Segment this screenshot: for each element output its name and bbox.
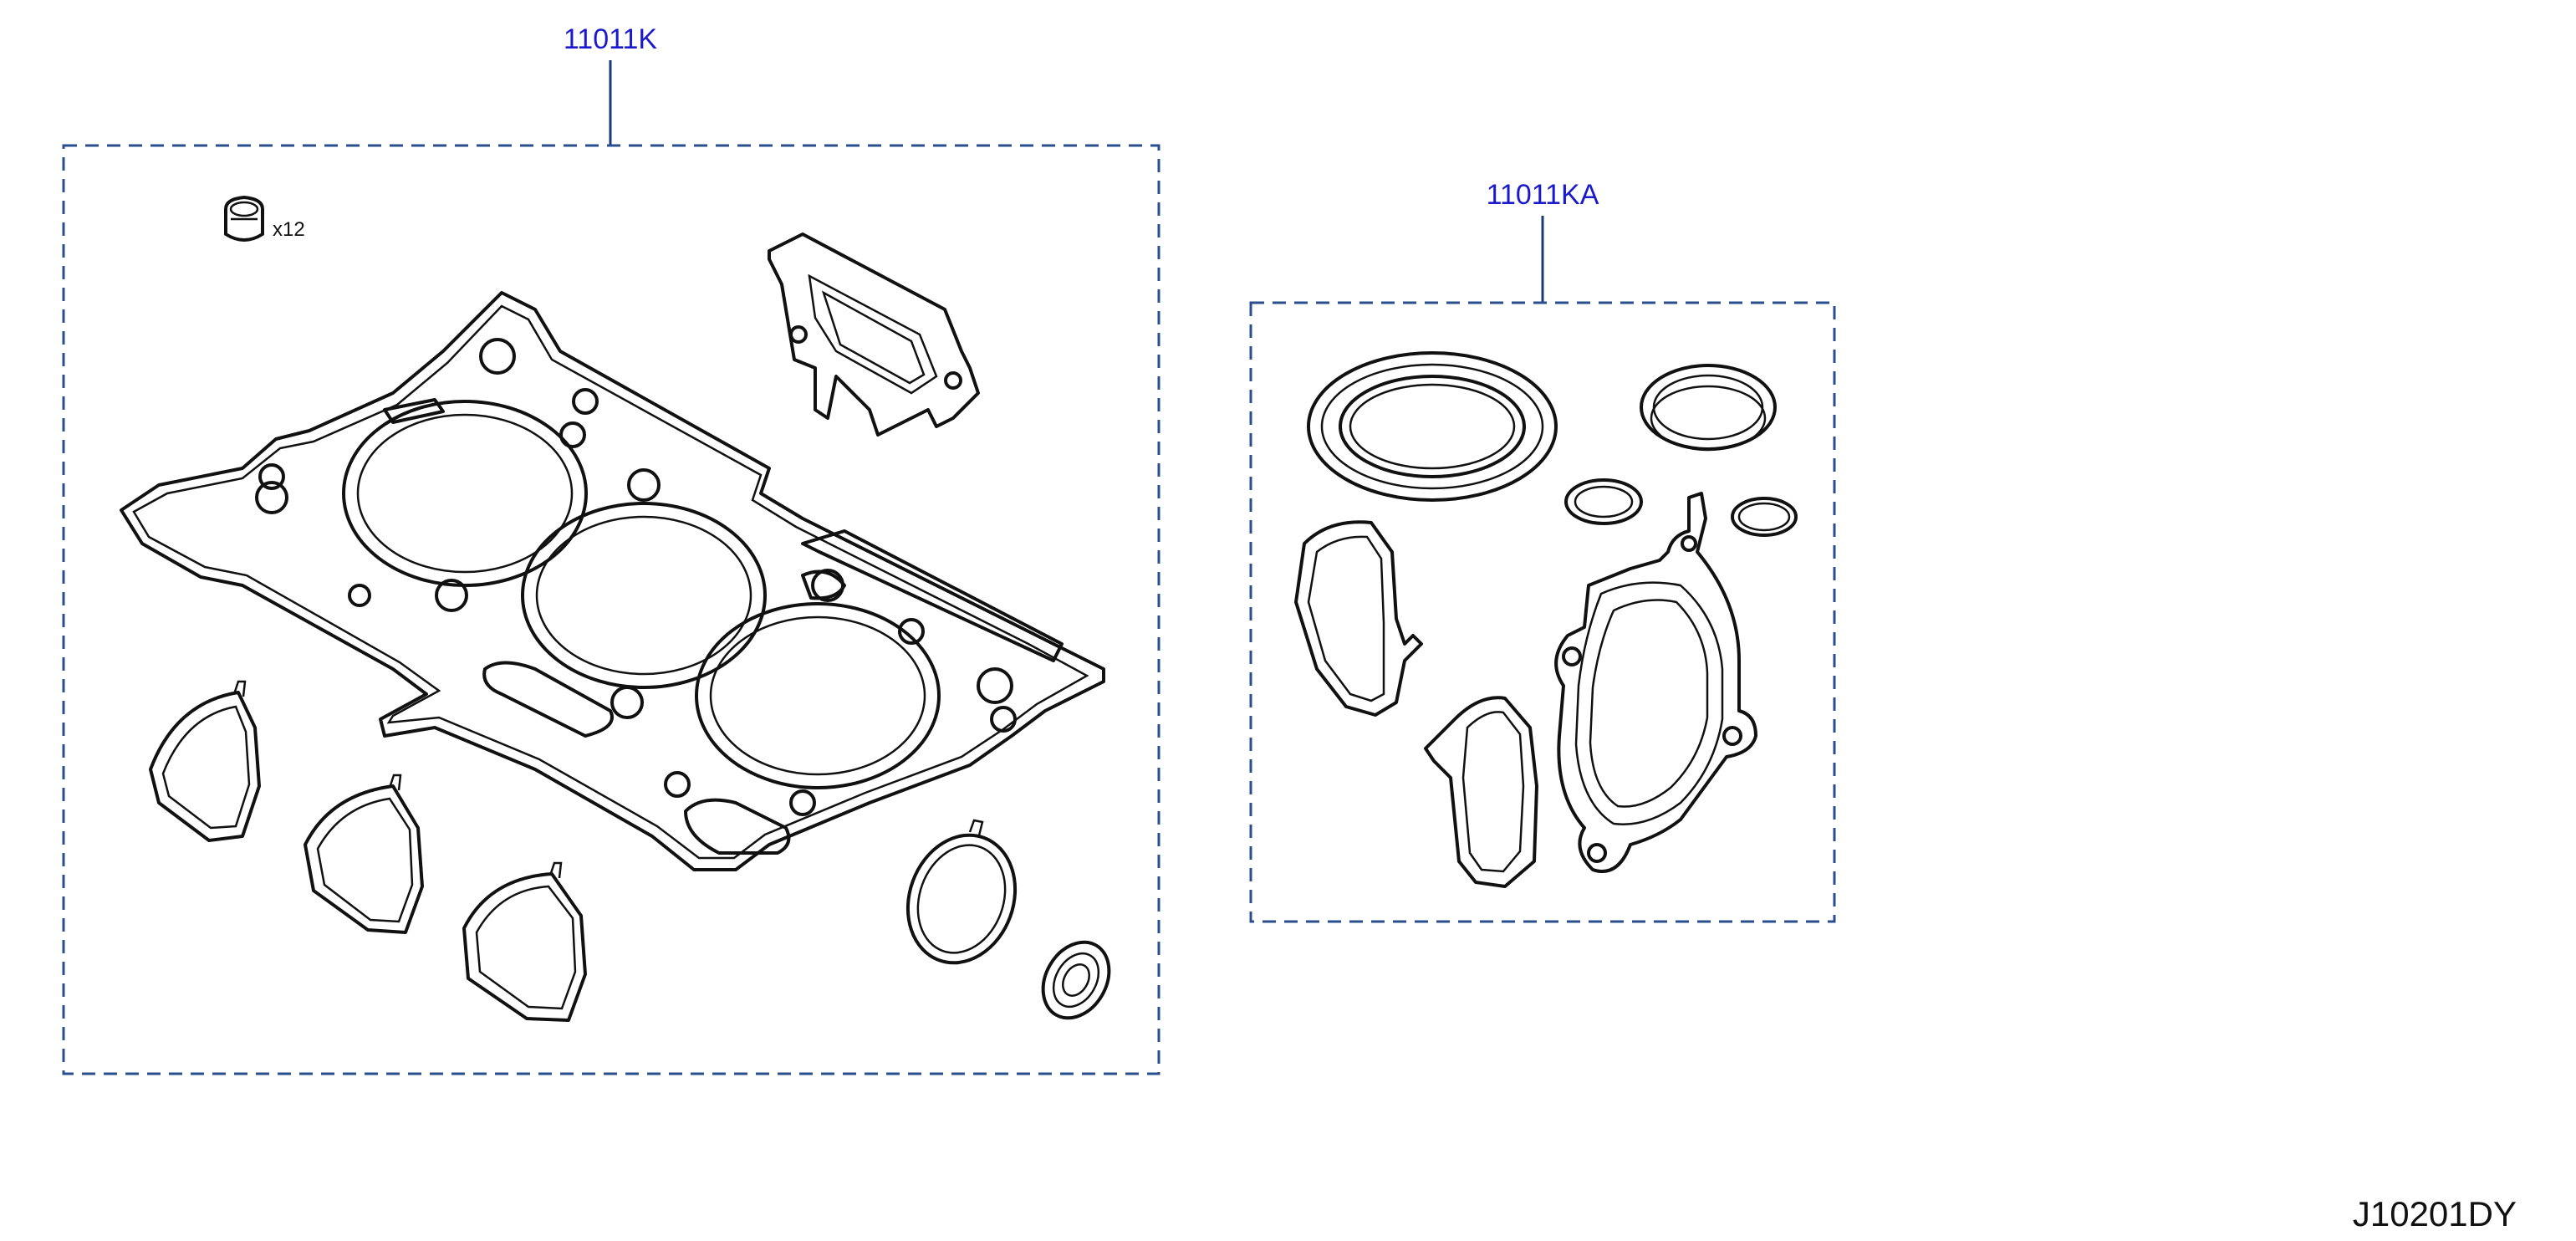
- exhaust-manifold-gasket-part[interactable]: [768, 232, 980, 437]
- kit-box-11011k: [62, 144, 1160, 1075]
- valve-seal-part[interactable]: [224, 196, 264, 242]
- kit-11011ka-group: 11011KA: [1249, 179, 1836, 923]
- water-outlet-gasket-2-part[interactable]: [1424, 696, 1538, 888]
- kit-11011k-group: 11011K x12: [62, 23, 1160, 1075]
- callout-11011ka[interactable]: 11011KA: [1487, 179, 1599, 211]
- callout-11011k[interactable]: 11011K: [564, 23, 657, 55]
- intake-gasket-2-part[interactable]: [304, 774, 424, 934]
- quantity-label: x12: [273, 218, 305, 241]
- o-ring-small-part[interactable]: [1564, 478, 1643, 525]
- ring-gasket-part[interactable]: [890, 819, 1033, 978]
- front-cover-seal-part[interactable]: [1307, 351, 1558, 502]
- illustration-code: J10201DY: [2353, 1194, 2517, 1233]
- cylinder-head-gasket-part[interactable]: [120, 291, 1105, 871]
- o-ring-large-part[interactable]: [1640, 364, 1777, 452]
- o-ring-tiny-part[interactable]: [1731, 497, 1798, 537]
- water-outlet-gasket-1-part[interactable]: [1294, 520, 1423, 717]
- intake-gasket-3-part[interactable]: [462, 861, 587, 1022]
- water-pump-gasket-part[interactable]: [1554, 492, 1757, 873]
- oil-seal-part[interactable]: [1030, 930, 1122, 1029]
- intake-gasket-1-part[interactable]: [149, 680, 261, 842]
- kit-box-11011ka: [1249, 301, 1836, 923]
